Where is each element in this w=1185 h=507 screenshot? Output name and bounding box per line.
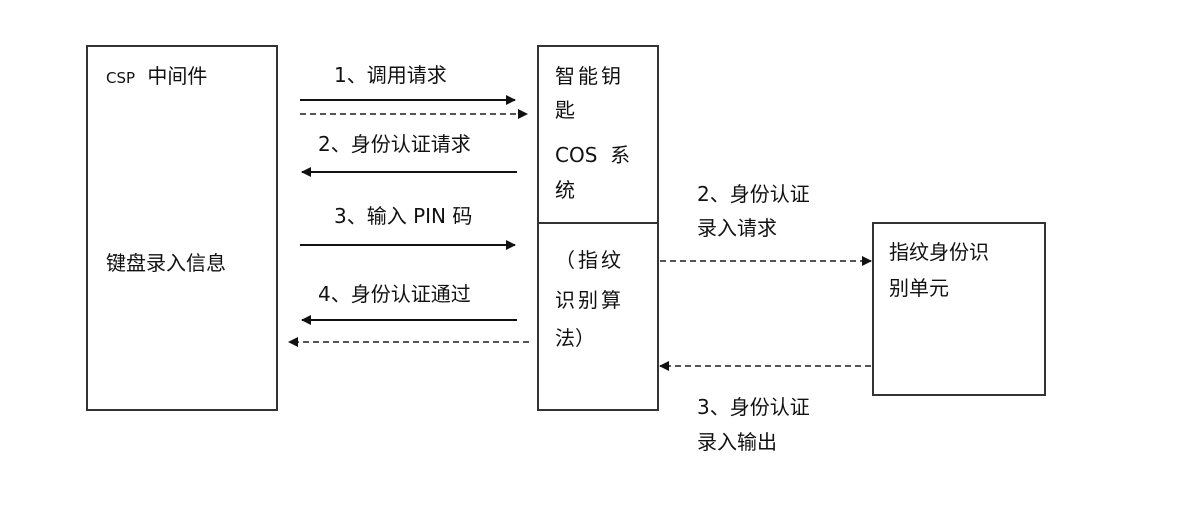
algorithm-line-3: 法） (555, 326, 595, 350)
csp-title-text: 中间件 (147, 64, 208, 88)
fingerprint-unit-line-1: 指纹身份识 (889, 240, 989, 264)
fingerprint-unit-box (872, 222, 1046, 396)
fingerprint-algorithm-box (537, 222, 659, 411)
edge-label-enroll-request-1: 2、身份认证 (697, 182, 810, 206)
csp-title: CSP 中间件 (106, 62, 207, 92)
csp-prefix: CSP (106, 69, 136, 87)
edge-label-enroll-output-2: 录入输出 (697, 430, 777, 454)
smartkey-line-4: 统 (555, 178, 575, 202)
csp-middleware-box (86, 45, 278, 411)
edge-label-input-pin: 3、输入 PIN 码 (334, 204, 473, 228)
smartkey-line-3: COS 系 (555, 143, 631, 167)
edge-label-auth-request: 2、身份认证请求 (318, 132, 471, 156)
algorithm-line-2: 识别算 (555, 288, 624, 312)
smartkey-cos-box (537, 45, 659, 224)
edge-label-auth-passed: 4、身份认证通过 (318, 282, 471, 306)
smartkey-line-2: 匙 (555, 98, 575, 122)
edge-label-call-request: 1、调用请求 (334, 63, 447, 87)
csp-subtitle: 键盘录入信息 (106, 251, 226, 275)
fingerprint-unit-line-2: 别单元 (889, 276, 949, 300)
algorithm-line-1: （指纹 (555, 248, 624, 272)
edge-label-enroll-output-1: 3、身份认证 (697, 395, 810, 419)
edge-label-enroll-request-2: 录入请求 (697, 216, 777, 240)
smartkey-line-1: 智能钥 (555, 64, 624, 88)
